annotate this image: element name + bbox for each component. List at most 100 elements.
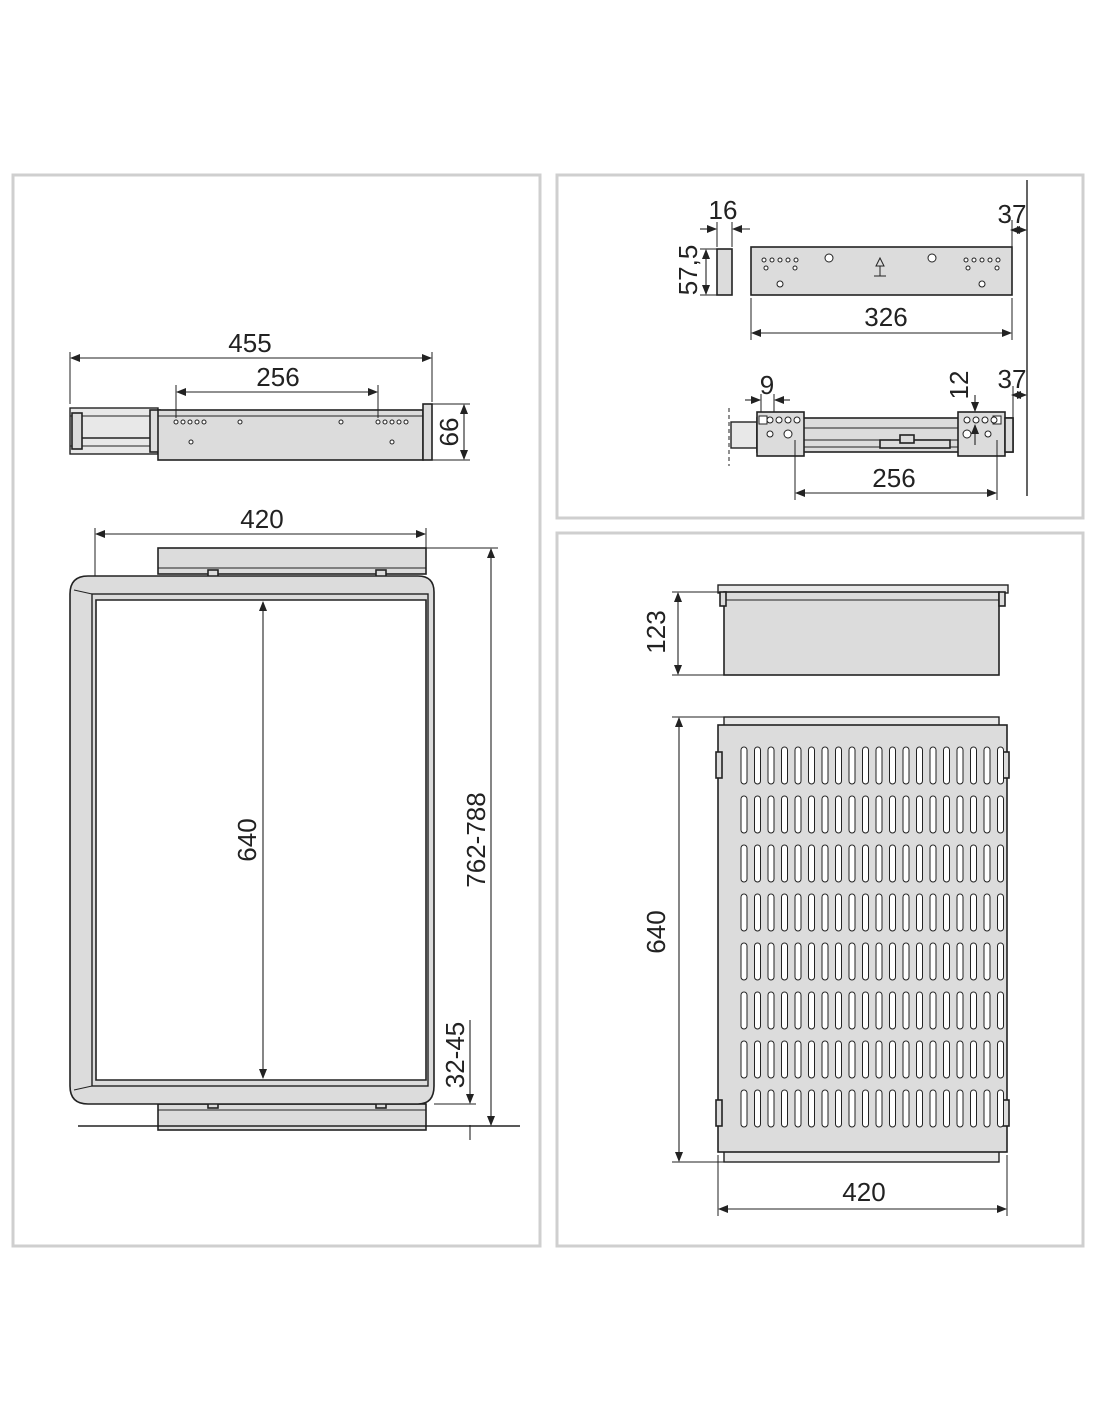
dim-top-total-depth: 762-788 xyxy=(461,792,491,887)
tray-slot xyxy=(808,1040,815,1079)
tray-slot xyxy=(848,893,856,932)
tray-slot xyxy=(875,1089,883,1128)
tray-slot xyxy=(781,746,788,785)
tray-slot xyxy=(740,991,748,1030)
tray-slot xyxy=(862,991,869,1030)
tray-slot xyxy=(754,1089,761,1128)
tray-slot xyxy=(821,795,829,834)
tray-slot xyxy=(956,1040,964,1079)
dim-runner-hole-width: 9 xyxy=(760,370,774,400)
tray-slot xyxy=(767,795,775,834)
side-front-plate xyxy=(422,403,433,461)
tray-slot xyxy=(862,1089,869,1128)
tray-slot xyxy=(781,844,788,883)
tray-slot xyxy=(754,746,761,785)
tray-slot xyxy=(929,893,937,932)
tray-slot xyxy=(916,942,923,981)
side-view: 455 256 66 xyxy=(69,328,470,461)
tray-slot xyxy=(943,1089,950,1128)
tray-slot xyxy=(902,893,910,932)
tray-slot xyxy=(848,1040,856,1079)
tray-slot xyxy=(929,746,937,785)
tray-slot xyxy=(740,844,748,883)
tray-slot xyxy=(983,1040,991,1079)
tray-slot xyxy=(767,746,775,785)
tray-slot xyxy=(929,991,937,1030)
runner-view: 9 12 37 256 xyxy=(728,364,1027,500)
tray-slot xyxy=(754,991,761,1030)
dim-tray-width: 420 xyxy=(842,1177,885,1207)
tray-slot xyxy=(808,746,815,785)
tray-slot xyxy=(767,1089,775,1128)
dim-tray-depth: 640 xyxy=(641,910,671,953)
dim-runner-hole-height: 12 xyxy=(944,371,974,400)
tray-slot xyxy=(740,746,748,785)
tray-slot xyxy=(929,942,937,981)
tray-slot xyxy=(781,1040,788,1079)
dim-bracket-offset: 37 xyxy=(998,199,1027,229)
tray-slot xyxy=(902,844,910,883)
tray-slot xyxy=(781,795,788,834)
dim-runner-offset: 37 xyxy=(998,364,1027,394)
tray-slot xyxy=(997,795,1004,834)
tray-slot xyxy=(970,1040,977,1079)
tray-slot xyxy=(808,844,815,883)
tray-slot xyxy=(970,1089,977,1128)
tray-slot xyxy=(956,1089,964,1128)
tray-slot xyxy=(740,893,748,932)
top-view: 420 640 762-788 32-45 xyxy=(69,504,520,1140)
tray-slot xyxy=(997,942,1004,981)
tray-slot xyxy=(970,795,977,834)
tray-slot xyxy=(970,991,977,1030)
tray-slot xyxy=(875,991,883,1030)
tray-slot xyxy=(889,1040,896,1079)
tray-slot xyxy=(929,795,937,834)
dim-top-front-offset: 32-45 xyxy=(440,1022,470,1089)
tray-slot xyxy=(889,942,896,981)
tray-slot xyxy=(754,1040,761,1079)
dim-runner-hole-spacing: 256 xyxy=(872,463,915,493)
tray-slot xyxy=(835,746,842,785)
tray-slot xyxy=(754,942,761,981)
tray-slot xyxy=(767,893,775,932)
tray-slot xyxy=(997,746,1004,785)
tray-slot xyxy=(875,893,883,932)
tray-slot xyxy=(875,942,883,981)
tray-slot xyxy=(916,1040,923,1079)
tray-slot xyxy=(794,1089,802,1128)
tray-slot xyxy=(956,844,964,883)
tray-slot xyxy=(997,1089,1004,1128)
tray-slot xyxy=(754,844,761,883)
tray-slot xyxy=(848,1089,856,1128)
tray-slot xyxy=(821,844,829,883)
tray-slot xyxy=(848,795,856,834)
tray-slot xyxy=(983,746,991,785)
panel-left xyxy=(11,173,542,1248)
tray-slot xyxy=(929,1040,937,1079)
tray-slot xyxy=(983,1089,991,1128)
tray-slot xyxy=(916,1089,923,1128)
tray-slot xyxy=(956,991,964,1030)
tray-slot xyxy=(781,942,788,981)
tray-slot xyxy=(821,1089,829,1128)
tray-slot xyxy=(889,893,896,932)
tray-slot xyxy=(875,795,883,834)
tray-slot xyxy=(889,746,896,785)
tray-slot xyxy=(943,746,950,785)
tray-slot xyxy=(983,942,991,981)
tray-slot xyxy=(835,844,842,883)
side-holes xyxy=(173,419,409,445)
tray-slot xyxy=(997,844,1004,883)
tray-slot xyxy=(956,795,964,834)
tray-slot xyxy=(848,746,856,785)
tray-slot xyxy=(835,1089,842,1128)
tray-slot xyxy=(862,1040,869,1079)
tray-slot xyxy=(875,844,883,883)
tray-slot xyxy=(794,991,802,1030)
tray-slot xyxy=(943,1040,950,1079)
tray-slot xyxy=(970,844,977,883)
tray-slot xyxy=(875,746,883,785)
tray-slot xyxy=(983,991,991,1030)
tray-slot xyxy=(902,942,910,981)
tray-slot xyxy=(835,991,842,1030)
